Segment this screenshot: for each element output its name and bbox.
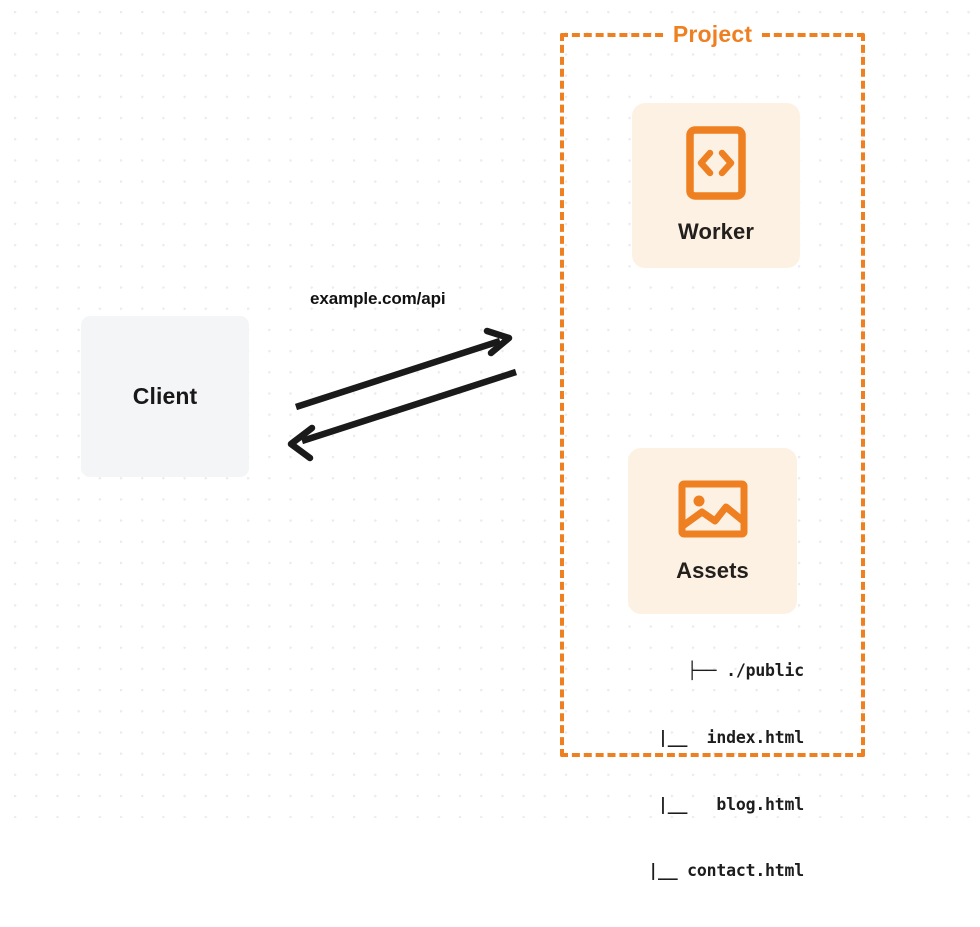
group-project: Project: [560, 21, 865, 757]
node-worker-label: Worker: [678, 219, 754, 244]
node-client-label: Client: [132, 383, 198, 409]
node-worker[interactable]: Worker: [632, 103, 800, 268]
diagram-canvas: Client example.com/api Project Worker: [0, 0, 980, 880]
node-client[interactable]: Client: [81, 316, 249, 477]
node-assets-label: Assets: [676, 557, 749, 583]
group-project-label: Project: [665, 21, 760, 48]
image-icon: [678, 479, 748, 544]
node-assets[interactable]: Assets: [628, 448, 797, 614]
file-tree-line: ├── ./public: [687, 661, 804, 681]
assets-file-tree: ├── ./public |__ index.html |__ blog.htm…: [604, 616, 804, 927]
file-tree-line: |__ contact.html: [619, 861, 804, 881]
file-tree-line: |__ blog.html: [628, 794, 804, 814]
edge-label-endpoint: example.com/api: [310, 289, 446, 308]
file-tree-line: |__ index.html: [628, 728, 804, 748]
arrow-request: [294, 327, 513, 411]
arrow-response: [287, 368, 517, 462]
code-brackets-icon: [686, 126, 746, 205]
